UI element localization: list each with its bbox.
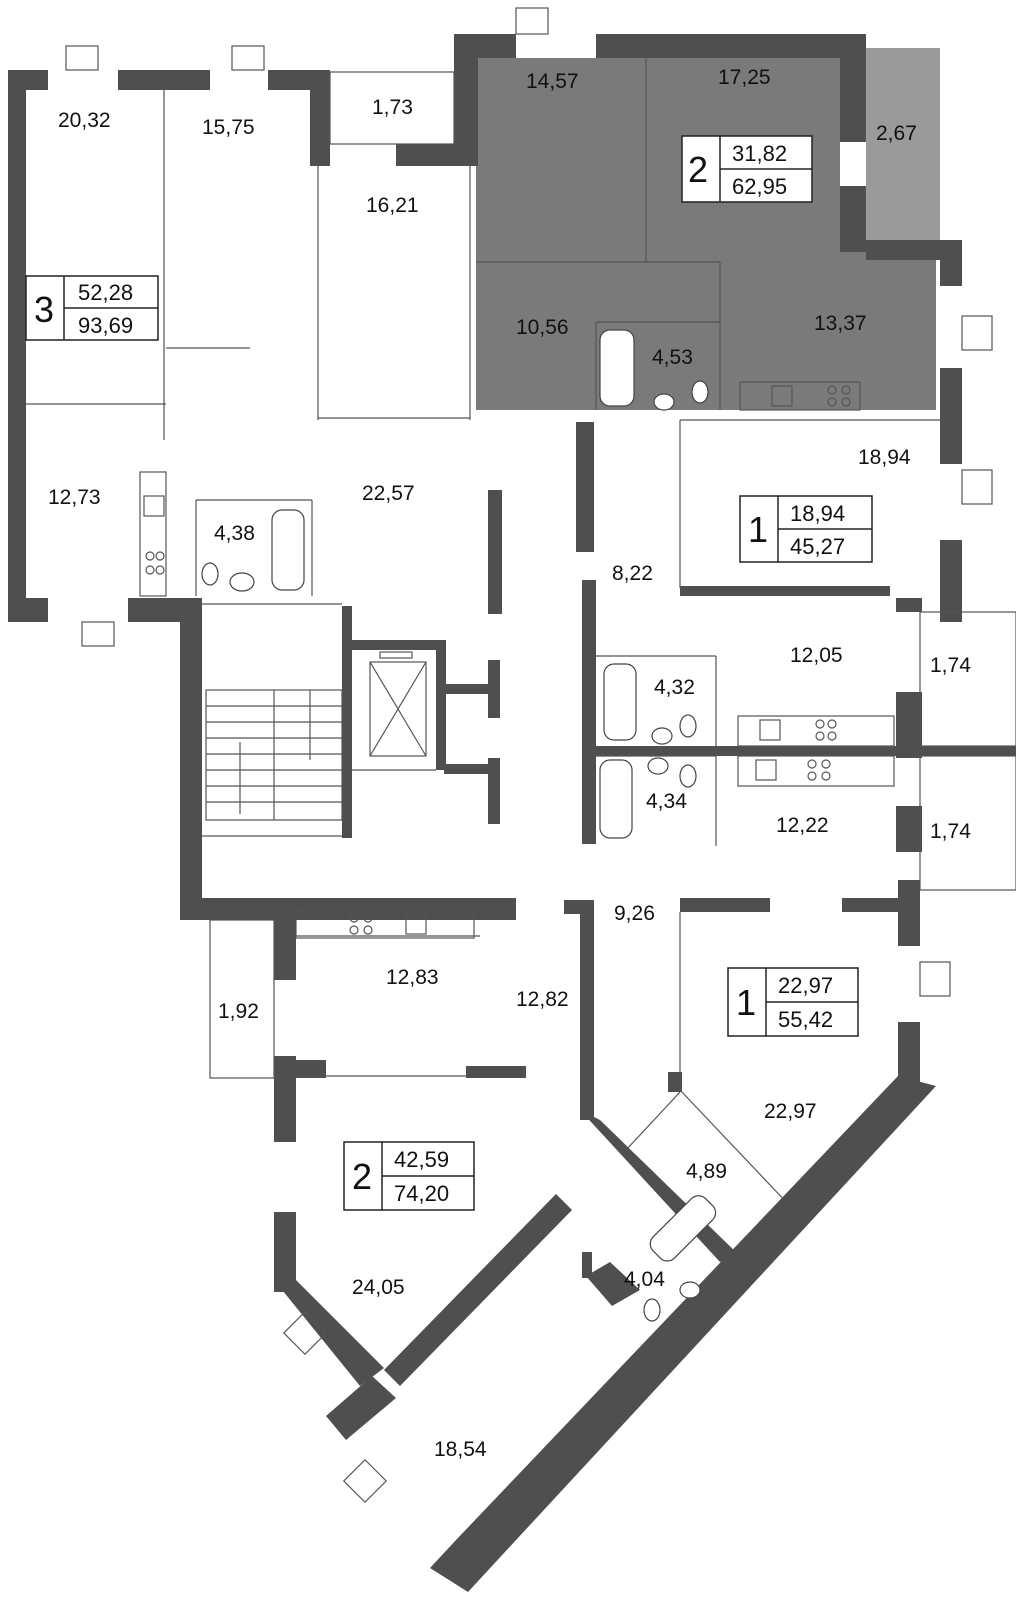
walls: [8, 34, 1016, 1592]
room-label: 2,67: [876, 122, 917, 145]
badge-total-area: 55,42: [778, 1007, 833, 1032]
badge-living-area: 18,94: [790, 501, 845, 526]
room-label: 14,57: [526, 70, 579, 93]
badge-total-area: 74,20: [394, 1181, 449, 1206]
room-label: 4,53: [652, 346, 693, 369]
badge-room-count: 1: [736, 982, 756, 1023]
apartment-badge-1-room-upper: 1 18,94 45,27: [739, 495, 873, 563]
room-label: 4,38: [214, 522, 255, 545]
room-label: 4,32: [654, 676, 695, 699]
room-label: 18,94: [858, 446, 911, 469]
badge-room-count: 1: [748, 509, 768, 550]
apartment-badge-1-room-lower: 1 22,97 55,42: [727, 967, 859, 1037]
elevator: [369, 651, 427, 757]
badge-living-area: 42,59: [394, 1147, 449, 1172]
staircase: [205, 689, 343, 821]
room-label: 12,05: [790, 644, 843, 667]
badge-total-area: 93,69: [78, 313, 133, 338]
room-labels: 20,32 15,75 1,73 16,21 14,57 17,25 2,67 …: [48, 66, 971, 1461]
badge-room-count: 3: [34, 289, 54, 330]
room-label: 4,34: [646, 790, 687, 813]
apartment-badge-2-room-bottom: 2 42,59 74,20: [343, 1141, 475, 1211]
room-label: 4,89: [686, 1160, 727, 1183]
badge-living-area: 22,97: [778, 973, 833, 998]
badge-room-count: 2: [688, 149, 708, 190]
room-label: 13,37: [814, 312, 867, 335]
badge-living-area: 31,82: [732, 141, 787, 166]
room-label: 22,97: [764, 1100, 817, 1123]
room-label: 15,75: [202, 116, 255, 139]
room-label: 17,25: [718, 66, 771, 89]
room-label: 24,05: [352, 1276, 405, 1299]
room-label: 12,82: [516, 988, 569, 1011]
room-label: 1,74: [930, 654, 971, 677]
room-label: 1,92: [218, 1000, 259, 1023]
kitchens: [139, 381, 895, 939]
room-label: 22,57: [362, 482, 415, 505]
room-label: 9,26: [614, 902, 655, 925]
badge-total-area: 45,27: [790, 534, 845, 559]
badge-total-area: 62,95: [732, 174, 787, 199]
room-label: 16,21: [366, 194, 419, 217]
room-label: 1,73: [372, 96, 413, 119]
room-label: 1,74: [930, 820, 971, 843]
apartment-badge-3-room: 3 52,28 93,69: [25, 275, 159, 341]
room-label: 12,83: [386, 966, 439, 989]
highlighted-apartment: [476, 48, 940, 410]
room-label: 20,32: [58, 109, 111, 132]
badge-room-count: 2: [352, 1156, 372, 1197]
room-label: 12,22: [776, 814, 829, 837]
room-label: 4,04: [624, 1268, 665, 1291]
room-label: 18,54: [434, 1438, 487, 1461]
fixtures: [201, 329, 717, 1322]
badge-living-area: 52,28: [78, 280, 133, 305]
room-label: 10,56: [516, 316, 569, 339]
interior-lines: [26, 58, 940, 1207]
apartment-badge-2-room-top: 2 31,82 62,95: [681, 135, 813, 203]
balconies: [65, 7, 1016, 1504]
room-label: 8,22: [612, 562, 653, 585]
room-label: 12,73: [48, 486, 101, 509]
